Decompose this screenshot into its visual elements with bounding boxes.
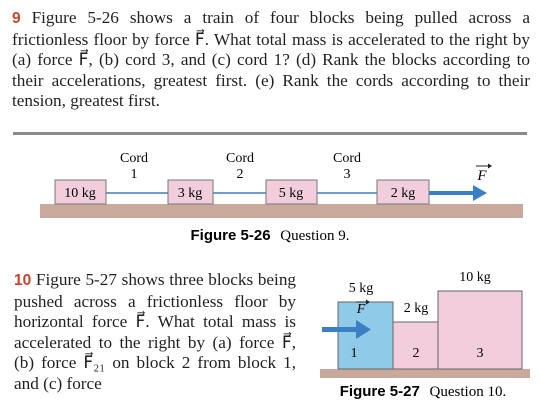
block-label: 3 kg (178, 186, 203, 201)
block-5kg (265, 179, 318, 205)
mass-label-3: 10 kg (459, 270, 491, 285)
force-label-5-27: F (356, 302, 366, 317)
cord-2-word: Cord (226, 151, 254, 166)
block-3kg (167, 179, 214, 205)
question-10: 10 Figure 5-27 shows three blocks being … (14, 270, 296, 395)
block-label: 10 kg (64, 186, 96, 201)
cord-1-word: Cord (120, 151, 148, 166)
floor-5-26 (40, 204, 523, 218)
question-9-number: 9 (12, 10, 21, 27)
figure-5-26-caption: Figure 5-26 Question 9. (191, 227, 350, 244)
caption-text: Question 10. (430, 384, 507, 400)
cord-1-number: 1 (131, 167, 138, 182)
mass-label-2: 2 kg (404, 301, 429, 316)
block-label: 5 kg (279, 186, 304, 201)
block-number-2: 2 (413, 346, 420, 361)
caption-label: Figure 5-27 (340, 383, 420, 400)
question-10-text: Figure 5-27 shows three blocks being pus… (14, 270, 297, 393)
floor-5-27 (320, 369, 530, 378)
caption-text: Question 9. (280, 228, 349, 244)
figure-5-27-caption: Figure 5-27 Question 10. (340, 383, 506, 400)
cord-2-number: 2 (237, 167, 244, 182)
block-number-1: 1 (351, 346, 358, 361)
section-divider (13, 132, 527, 135)
block-2 (392, 321, 439, 370)
vector-arrowhead-icon (488, 163, 492, 169)
mass-label-1: 5 kg (349, 281, 374, 296)
vector-arrowhead-icon (366, 299, 370, 305)
block-3 (437, 290, 523, 370)
question-9-text: Figure 5-26 shows a train of four blocks… (12, 8, 530, 111)
force-label-5-26: F (476, 168, 487, 184)
cord-3-word: Cord (333, 151, 361, 166)
question-10-number: 10 (14, 272, 32, 289)
block-label: 2 kg (391, 186, 416, 201)
question-9: 9 Figure 5-26 shows a train of four bloc… (12, 8, 530, 112)
block-1 (337, 301, 394, 370)
caption-label: Figure 5-26 (191, 227, 271, 244)
block-number-3: 3 (477, 346, 484, 361)
cord-3-number: 3 (344, 167, 351, 182)
force-arrow-icon (429, 185, 487, 201)
push-arrow-icon (322, 320, 371, 339)
block-10kg (54, 179, 107, 205)
